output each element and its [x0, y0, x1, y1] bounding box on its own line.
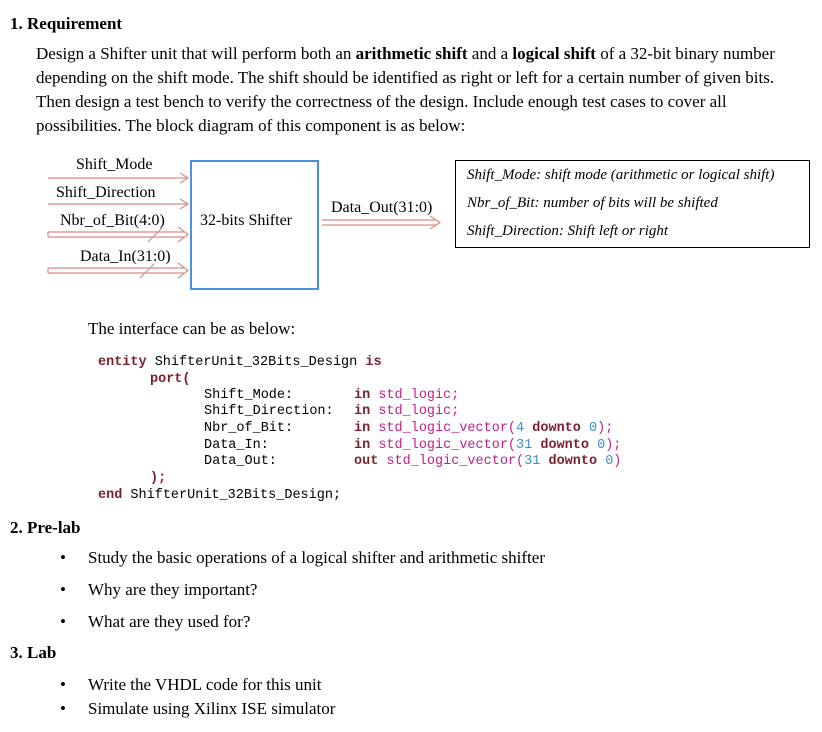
bold-arithmetic-shift: arithmetic shift [355, 44, 468, 63]
bullet-icon: • [60, 699, 66, 718]
range-low: 0 [588, 421, 598, 436]
range-high: 4 [516, 421, 525, 436]
close-port-paren: ); [150, 471, 167, 486]
input-label-shift-mode: Shift_Mode [76, 156, 153, 173]
text-segment: Design a Shifter unit that will perform … [36, 44, 356, 63]
port-name-shift-mode: Shift_Mode: [204, 388, 294, 403]
port-end: ) [613, 454, 622, 469]
code-close-port: ); [150, 471, 166, 486]
note-nbr-of-bit: Nbr_of_Bit: number of bits will be shift… [467, 195, 718, 211]
end-entity-name: ShifterUnit_32Bits_Design; [122, 488, 342, 503]
section-3-heading: 3. Lab [10, 643, 57, 662]
interface-intro: The interface can be as below: [88, 319, 296, 338]
port-type: std_logic; [378, 404, 460, 419]
entity-name: ShifterUnit_32Bits_Design [146, 355, 366, 370]
port-decl-data-in: in std_logic_vector(31 downto 0); [354, 438, 621, 453]
input-label-nbr-of-bit: Nbr_of_Bit(4:0) [60, 212, 165, 229]
input-label-data-in: Data_In(31:0) [80, 248, 171, 265]
bold-logical-shift: logical shift [512, 44, 596, 63]
keyword-is: is [365, 355, 382, 370]
data-in-slash [139, 263, 155, 279]
port-name-shift-direction: Shift_Direction: [204, 404, 334, 419]
shift-direction-arrowhead [179, 198, 190, 210]
bullet-icon: • [60, 548, 66, 567]
code-port-line: port( [150, 372, 191, 387]
port-direction: out [354, 454, 379, 469]
port-end: ); [605, 438, 622, 453]
output-label-data-out: Data_Out(31:0) [331, 199, 433, 216]
range-low: 0 [597, 438, 606, 453]
code-entity-line: entity ShifterUnit_32Bits_Design is [98, 355, 382, 370]
code-end-line: end ShifterUnit_32Bits_Design; [98, 488, 341, 503]
diagram-arrows [47, 172, 442, 279]
text-segment: and a [467, 44, 513, 63]
input-label-shift-direction: Shift_Direction [56, 184, 156, 201]
range-low: 0 [605, 454, 614, 469]
bullet-icon: • [60, 612, 66, 631]
note-shift-direction: Shift_Direction: Shift left or right [467, 223, 669, 239]
port-direction: in [354, 438, 371, 453]
range-high: 31 [524, 454, 541, 469]
section-1-heading: 1. Requirement [10, 14, 123, 33]
paragraph-line-2: depending on the shift mode. The shift s… [36, 68, 775, 87]
port-decl-shift-mode: in std_logic; [354, 388, 459, 403]
signal-notes-box: Shift_Mode: shift mode (arithmetic or lo… [455, 160, 810, 248]
port-direction: in [354, 421, 371, 436]
port-type: std_logic_vector( [386, 454, 525, 469]
keyword-end: end [98, 488, 123, 503]
port-name-nbr-of-bit: Nbr_of_Bit: [204, 421, 294, 436]
keyword-entity: entity [98, 355, 147, 370]
requirement-paragraph: Design a Shifter unit that will perform … [36, 42, 816, 138]
bullet-icon: • [60, 580, 66, 599]
nbr-of-bit-slash [147, 227, 163, 243]
section-2-heading: 2. Pre-lab [10, 518, 81, 537]
port-direction: in [354, 404, 371, 419]
range-high: 31 [516, 438, 533, 453]
list-item-text: Simulate using Xilinx ISE simulator [88, 699, 336, 718]
shifter-block-label: 32-bits Shifter [200, 212, 292, 229]
paragraph-line-3: Then design a test bench to verify the c… [36, 92, 727, 111]
data-out-arrowhead [429, 215, 442, 230]
paragraph-line-4: possibilities. The block diagram of this… [36, 116, 466, 135]
note-shift-mode: Shift_Mode: shift mode (arithmetic or lo… [467, 167, 775, 183]
keyword-downto: downto [532, 421, 581, 436]
block-diagram: Shift_Mode Shift_Direction Nbr_of_Bit(4:… [0, 150, 822, 300]
list-item-text: Why are they important? [88, 580, 258, 599]
shifter-block [190, 160, 319, 290]
port-name-data-out: Data_Out: [204, 454, 277, 469]
port-name-data-in: Data_In: [204, 438, 269, 453]
port-type: std_logic_vector( [378, 438, 517, 453]
data-in-arrowhead [177, 262, 189, 279]
list-item-text: Write the VHDL code for this unit [88, 675, 322, 694]
list-item-text: What are they used for? [88, 612, 251, 631]
bullet-icon: • [60, 675, 66, 694]
paragraph-line-1: Design a Shifter unit that will perform … [36, 42, 816, 66]
port-decl-data-out: out std_logic_vector(31 downto 0) [354, 454, 621, 469]
keyword-downto: downto [548, 454, 598, 469]
keyword-downto: downto [540, 438, 589, 453]
shift-mode-arrowhead [179, 172, 190, 184]
port-type: std_logic_vector( [378, 421, 517, 436]
text-segment: of a 32-bit binary number [595, 44, 775, 63]
port-decl-nbr-of-bit: in std_logic_vector(4 downto 0); [354, 421, 613, 436]
keyword-port: port( [150, 372, 191, 387]
list-item-text: Study the basic operations of a logical … [88, 548, 545, 567]
port-direction: in [354, 388, 371, 403]
nbr-of-bit-arrowhead [177, 226, 189, 243]
port-decl-shift-direction: in std_logic; [354, 404, 459, 419]
port-end: ); [597, 421, 614, 436]
port-type: std_logic; [378, 388, 460, 403]
